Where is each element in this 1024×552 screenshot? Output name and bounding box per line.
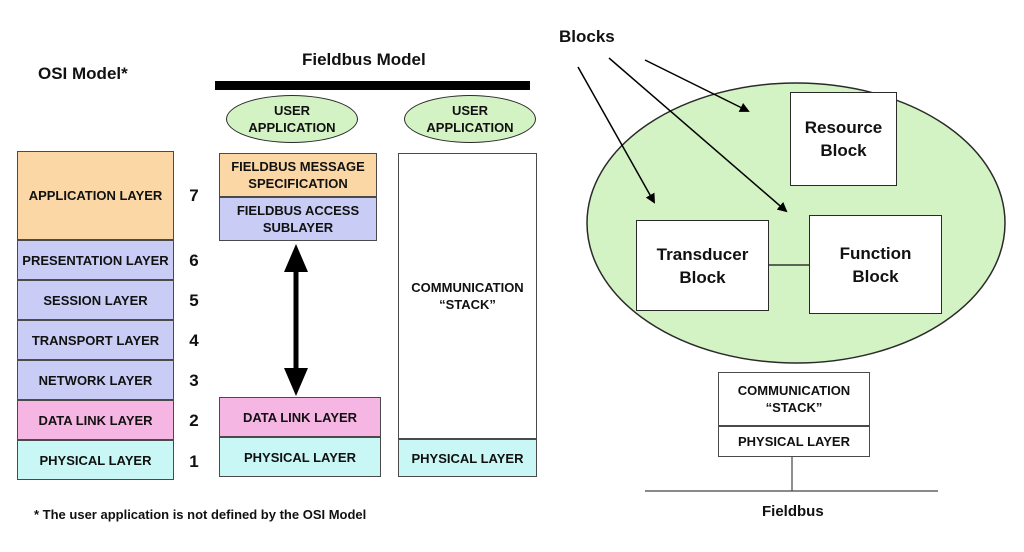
osi-layer-number: 5 [189,291,199,310]
fieldbus-model-bar [215,81,530,90]
osi-layer-number: 2 [189,411,199,430]
osi-physical-layer: PHYSICAL LAYER [17,440,174,480]
resource-block: Resource Block [790,92,897,186]
osi-layer-number: 4 [189,331,199,350]
osi-model-title: OSI Model* [38,64,128,83]
blocks-label: Blocks [559,27,615,46]
osi-footnote: * The user application is not defined by… [34,507,367,522]
device-physical-layer: PHYSICAL LAYER [718,426,870,457]
arrow-to-transducer [577,66,655,204]
osi-session-layer: SESSION LAYER [17,280,174,320]
fieldbus-physical-layer: PHYSICAL LAYER [219,437,381,477]
osi-presentation-layer: PRESENTATION LAYER [17,240,174,280]
fieldbus-message-specification: FIELDBUS MESSAGE SPECIFICATION [219,153,377,197]
fieldbus-access-sublayer: FIELDBUS ACCESS SUBLAYER [219,197,377,241]
device-communication-stack: COMMUNICATION “STACK” [718,372,870,426]
right-physical-layer: PHYSICAL LAYER [398,439,537,477]
osi-layer-number: 1 [189,452,199,471]
communication-stack-column: COMMUNICATION “STACK” [398,153,537,439]
fieldbus-data-link-layer: DATA LINK LAYER [219,397,381,437]
osi-transport-layer: TRANSPORT LAYER [17,320,174,360]
function-block: Function Block [809,215,942,314]
fieldbus-model-title: Fieldbus Model [302,50,426,69]
user-application-oval: USER APPLICATION [226,95,358,143]
arrow-to-function [608,57,788,213]
osi-layer-number: 3 [189,371,199,390]
user-application-oval: USER APPLICATION [404,95,536,143]
double-arrow [284,244,308,396]
osi-layer-number: 6 [189,251,199,270]
fieldbus-label: Fieldbus [762,503,824,520]
osi-layer-number: 7 [189,186,199,205]
osi-data-link-layer: DATA LINK LAYER [17,400,174,440]
transducer-block: Transducer Block [636,220,769,311]
arrow-to-resource [644,59,750,112]
osi-application-layer: APPLICATION LAYER [17,151,174,240]
osi-network-layer: NETWORK LAYER [17,360,174,400]
